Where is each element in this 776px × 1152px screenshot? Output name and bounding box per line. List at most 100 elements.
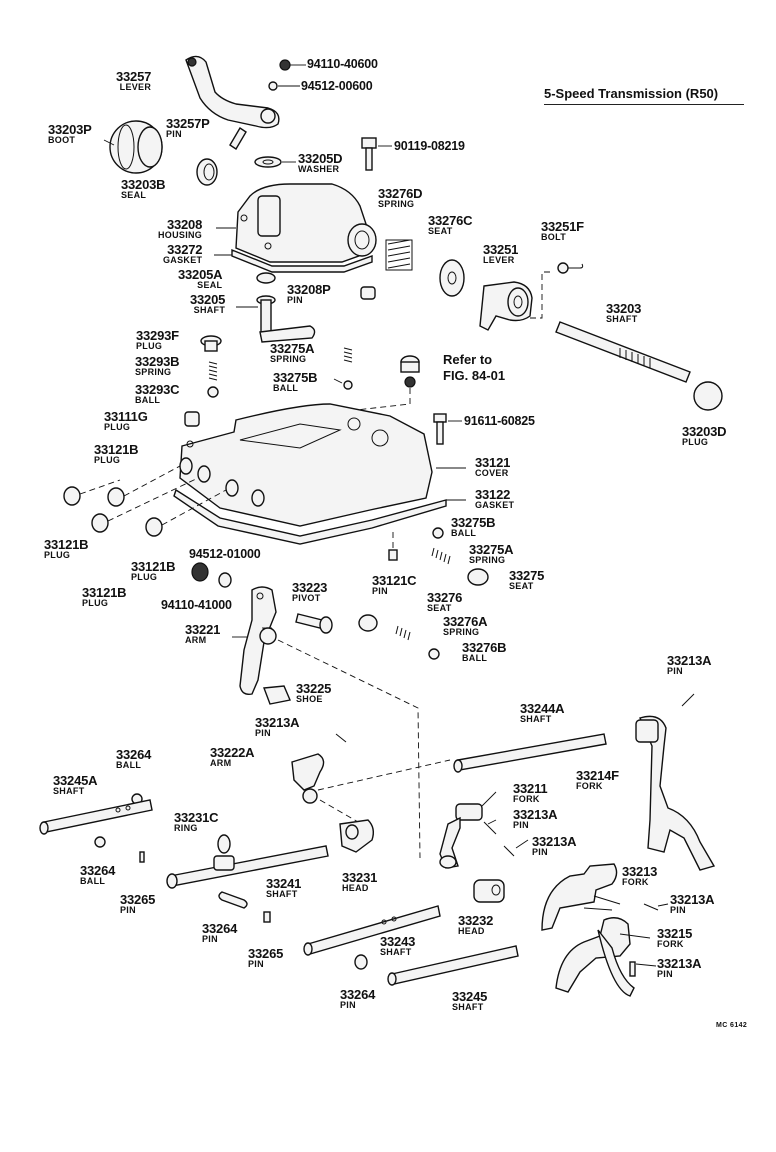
callout-name: SPRING [469, 555, 506, 565]
callout-number: 33231 [342, 870, 378, 885]
callout-33225: 33225 SHOE [296, 682, 331, 704]
callout-number: 33121B [94, 442, 139, 457]
part-33275a-spring-lower [431, 547, 451, 565]
callout-name: PIN [657, 969, 673, 979]
callout-number: 33264 [340, 987, 376, 1002]
callout-number: 33245A [53, 773, 98, 788]
part-33276a-spring [395, 625, 411, 641]
part-33293c-ball [207, 386, 219, 398]
callout-name: PIVOT [292, 593, 321, 603]
callout-33265-pin-a: 33265 PIN [120, 893, 155, 915]
callout-94110-40600: 94110-40600 [307, 58, 378, 71]
part-33257p-pin [229, 127, 247, 150]
callout-number: 33245 [452, 989, 488, 1004]
callout-name: HEAD [458, 926, 485, 936]
callout-33213a-right-a: 33213A PIN [670, 892, 715, 915]
part-33275a-spring-upper [343, 347, 353, 363]
part-33121-cover [179, 403, 433, 527]
part-33276b-ball [428, 648, 440, 660]
callout-number: 33276C [428, 213, 473, 228]
callout-33203b: 33203B SEAL [121, 177, 166, 200]
part-33275-seat [467, 568, 489, 586]
part-94512-00600-washer [268, 81, 278, 91]
callout-94512-01000: 94512-01000 [189, 548, 261, 561]
callout-33293b: 33293B SPRING [135, 354, 180, 377]
callout-name: PIN [120, 905, 136, 915]
part-33205a-seal [256, 272, 276, 284]
callout-name: PLUG [94, 455, 121, 465]
callout-number: 33264 [116, 747, 152, 762]
part-33222a-arm [291, 753, 325, 804]
callout-33243: 33243 SHAFT [380, 935, 415, 957]
part-33213a-pin-right-b [629, 961, 636, 977]
callout-name: SPRING [378, 199, 415, 209]
callout-33251f: 33251F BOLT [541, 220, 584, 242]
part-33245-shaft [387, 945, 519, 986]
callout-33213a-top-right: 33213A PIN [667, 654, 712, 676]
part-33121b-plug-d [145, 517, 163, 537]
callout-name: PLUG [136, 341, 163, 351]
callout-33203d: 33203D PLUG [682, 425, 727, 447]
callout-number: 33121B [44, 537, 89, 552]
part-33208p-pin [360, 286, 376, 300]
callout-number: 33213A [670, 892, 715, 907]
callout-name: SEAT [427, 603, 452, 613]
callout-33244a: 33244A SHAFT [520, 702, 565, 724]
callout-number: 33276B [462, 640, 507, 655]
callout-name: SEAT [509, 581, 534, 591]
callout-name: PIN [670, 905, 686, 915]
callout-name: PIN [372, 586, 388, 596]
callout-number: 91611-60825 [464, 414, 535, 428]
part-33231-head [339, 819, 375, 853]
callout-number: 33275A [469, 542, 514, 557]
callout-name: SPRING [443, 627, 480, 637]
callout-name: SHAFT [452, 1002, 484, 1012]
callout-number: 33205A [178, 267, 223, 282]
part-33213a-pin-fork-b [503, 845, 515, 857]
callout-name: PIN [248, 959, 264, 969]
part-91611-60825-bolt [433, 413, 447, 445]
callout-name: SPRING [135, 367, 172, 377]
callout-number: 33203B [121, 177, 166, 192]
callout-name: PLUG [131, 572, 158, 582]
callout-number: 33208P [287, 282, 331, 297]
callout-number: 33293B [135, 354, 180, 369]
callout-33264-pin-a: 33264 PIN [202, 922, 237, 944]
callout-number: 33276D [378, 186, 423, 201]
callout-number: 33275B [451, 515, 496, 530]
part-33272-gasket [231, 248, 373, 273]
callout-name: HEAD [342, 883, 369, 893]
diagram-title: 5-Speed Transmission (R50) [544, 86, 719, 101]
callout-33245a: 33245A SHAFT [53, 773, 98, 796]
callout-number: 94512-00600 [301, 79, 373, 93]
callout-33215: 33215 FORK [657, 927, 692, 949]
callout-name: SEAT [428, 226, 453, 236]
part-90119-08219-bolt [361, 137, 377, 171]
part-33276c-seat [439, 259, 465, 297]
callout-33265-pin-b: 33265 PIN [248, 947, 283, 969]
part-33293f-plug [200, 335, 222, 352]
callout-name: PLUG [82, 598, 109, 608]
callout-33221: 33221 ARM [185, 623, 220, 645]
figure-reference: Refer to FIG. 84-01 [443, 352, 505, 385]
part-33122-gasket [173, 488, 447, 545]
part-33257-lever [185, 55, 280, 129]
part-33244a-shaft [453, 733, 607, 773]
part-33221-arm [239, 586, 277, 696]
callout-number: 33213A [657, 956, 702, 971]
callout-number: 33205 [190, 292, 226, 307]
callout-number: 33275A [270, 341, 315, 356]
callout-number: 33203P [48, 122, 92, 137]
callout-33275b-lower: 33275B BALL [451, 515, 496, 538]
callout-number: 94110-41000 [161, 598, 232, 612]
callout-33223: 33223 PIVOT [292, 581, 327, 603]
callout-name: FORK [622, 877, 649, 887]
callout-name: SHAFT [520, 714, 552, 724]
callout-name: PIN [513, 820, 529, 830]
part-33264-pin-a [218, 891, 248, 909]
callout-number: 33223 [292, 580, 328, 595]
callout-number: 33265 [120, 892, 156, 907]
callout-33213a-arm: 33213A PIN [255, 716, 300, 738]
part-33275b-ball-lower [432, 527, 444, 539]
